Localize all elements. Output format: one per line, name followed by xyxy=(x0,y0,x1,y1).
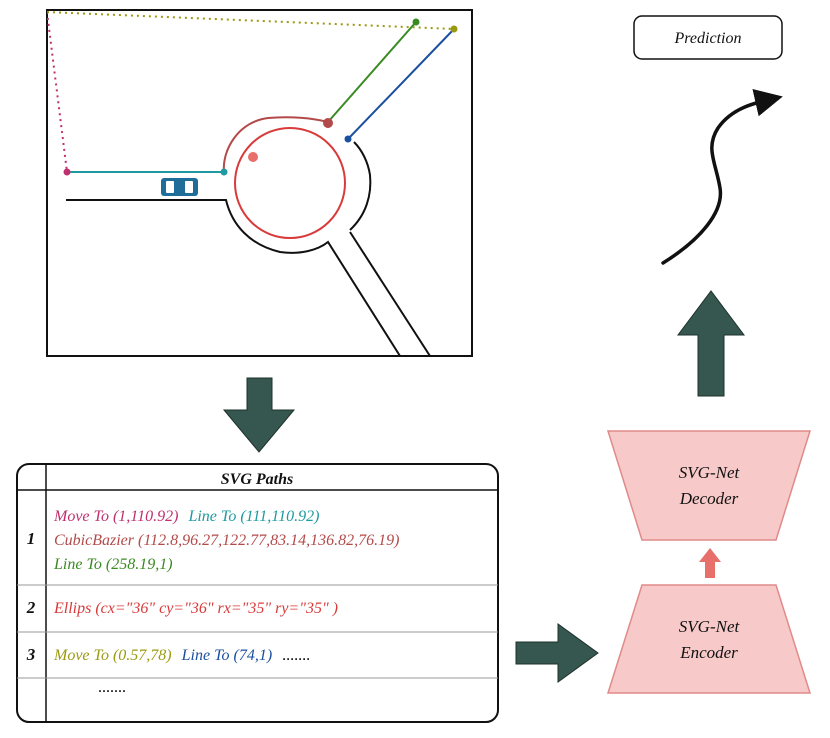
point-red xyxy=(248,152,258,162)
path-command-text: ....... xyxy=(282,647,310,664)
encoder-label-line2: Encoder xyxy=(679,643,738,662)
point-brick xyxy=(323,118,333,128)
path-command-text: Line To (111,110.92) xyxy=(187,508,319,525)
point-olive xyxy=(450,25,458,33)
path-command-text: Move To (1,110.92) xyxy=(53,508,178,525)
encoder-block: SVG-Net Encoder xyxy=(606,584,812,694)
svg-paths-table: SVG Paths 1 Move To (1,110.92) Line To (11… xyxy=(16,463,499,723)
encoder-label-line1: SVG-Net xyxy=(679,617,741,636)
prediction-trajectory xyxy=(661,89,783,265)
path-command-text: CubicBazier (112.8,96.27,122.77,83.14,13… xyxy=(54,532,399,549)
decoder-block: SVG-Net Decoder xyxy=(606,430,812,541)
path-blue-line xyxy=(347,28,455,140)
up-arrow xyxy=(677,290,745,397)
decoder-label-line1: SVG-Net xyxy=(679,463,741,482)
path-command-text: Ellips (cx="36" cy="36" rx="35" ry="35" … xyxy=(53,600,338,617)
point-magenta xyxy=(63,168,71,176)
point-teal xyxy=(220,168,228,176)
road-edge-right xyxy=(349,231,431,356)
road-edge-left xyxy=(66,199,401,356)
row-index: 3 xyxy=(26,645,36,664)
prediction-label: Prediction xyxy=(674,30,742,47)
path-command-text: Line To (74,1) xyxy=(181,647,273,664)
path-command-text: ....... xyxy=(98,679,126,696)
point-blue xyxy=(344,135,352,143)
road-edge-right-curve xyxy=(349,141,372,231)
path-red-ellipse xyxy=(234,127,346,239)
path-command-text: Move To (0.57,78) xyxy=(53,647,172,664)
path-green-line xyxy=(327,21,417,123)
scene-frame xyxy=(46,9,473,357)
point-green xyxy=(412,18,420,26)
car-icon xyxy=(161,178,198,196)
row-index: 2 xyxy=(26,598,36,617)
row-index: 1 xyxy=(27,529,36,548)
table-title: SVG Paths xyxy=(221,471,293,488)
path-olive-dotted xyxy=(47,11,455,30)
path-command-text: Line To (258.19,1) xyxy=(53,556,173,573)
encoder-to-decoder-arrow xyxy=(699,548,721,578)
path-brick-curve xyxy=(222,116,329,173)
decoder-label-line2: Decoder xyxy=(679,489,739,508)
scene-map xyxy=(46,9,473,357)
prediction-box: Prediction xyxy=(633,15,783,60)
right-arrow xyxy=(515,623,599,683)
down-arrow xyxy=(222,377,296,453)
table-frame xyxy=(16,463,499,723)
